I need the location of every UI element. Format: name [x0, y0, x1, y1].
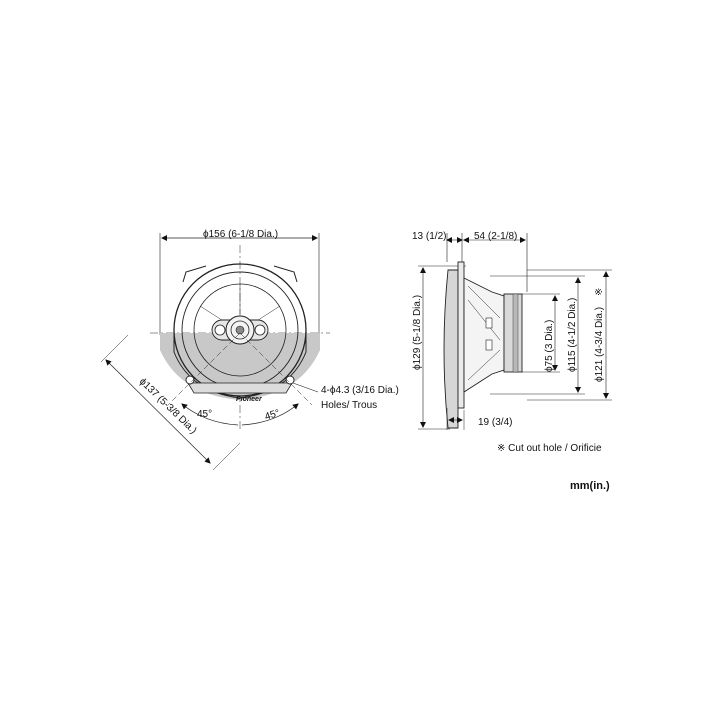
angle-left-label: 45°	[197, 409, 212, 420]
dim-137-line	[105, 359, 211, 464]
dim-156-label: ϕ156 (6-1/8 Dia.)	[203, 229, 278, 240]
holes-label: 4-ϕ4.3 (3/16 Dia.)	[321, 385, 399, 396]
front-view	[100, 233, 330, 471]
dim-19-label: 19 (3/4)	[478, 417, 512, 428]
dim-129-label: ϕ129 (5-1/8 Dia.)	[412, 295, 423, 370]
units-label: mm(in.)	[570, 480, 610, 492]
pioneer-logo: Pioneer	[236, 396, 263, 403]
holes-sub-label: Holes/ Trous	[321, 400, 377, 411]
dim-75-label: ϕ75 (3 Dia.)	[544, 320, 555, 372]
side-view	[418, 233, 612, 430]
dim-121-label: ϕ121 (4-3/4 Dia.)	[594, 307, 605, 382]
mounting-ear-right	[273, 265, 298, 283]
mounting-ear-left	[182, 265, 207, 283]
angle-arc-right	[241, 403, 299, 426]
dim-54-label: 54 (2-1/8)	[474, 231, 517, 242]
side-flange	[457, 261, 465, 409]
speaker-frame	[173, 263, 307, 397]
side-basket	[463, 277, 505, 393]
angle-right-label: 45°	[264, 408, 282, 423]
screw-hole-right	[285, 375, 295, 385]
cutout-mark: ※	[594, 288, 605, 296]
side-grille	[443, 269, 459, 429]
cutout-note: ※ Cut out hole / Orificie	[497, 443, 602, 454]
dim-115-label: ϕ115 (4-1/2 Dia.)	[567, 298, 578, 372]
dim-13-label: 13 (1/2)	[412, 231, 446, 242]
